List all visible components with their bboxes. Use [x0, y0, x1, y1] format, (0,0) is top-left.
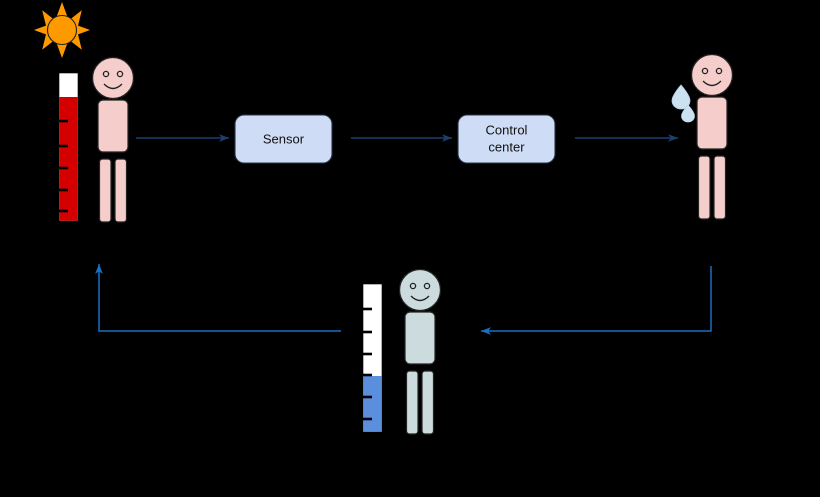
arrow-feedback-right — [481, 266, 712, 335]
control-center-box[interactable]: Control center — [457, 114, 556, 164]
sweat-drop-icon — [671, 84, 695, 123]
sensor-label: Sensor — [263, 131, 305, 146]
arrow-feedback-left — [95, 264, 341, 332]
control-center-label-line1: Control — [486, 122, 528, 137]
thermometer-hot — [56, 70, 81, 224]
person-cool — [398, 268, 442, 435]
thermometer-cool — [360, 281, 385, 435]
person-sweating — [690, 53, 734, 220]
control-center-label-line2: center — [488, 139, 525, 154]
sensor-box[interactable]: Sensor — [234, 114, 333, 164]
person-hot — [91, 56, 135, 223]
sun-icon — [34, 2, 90, 58]
